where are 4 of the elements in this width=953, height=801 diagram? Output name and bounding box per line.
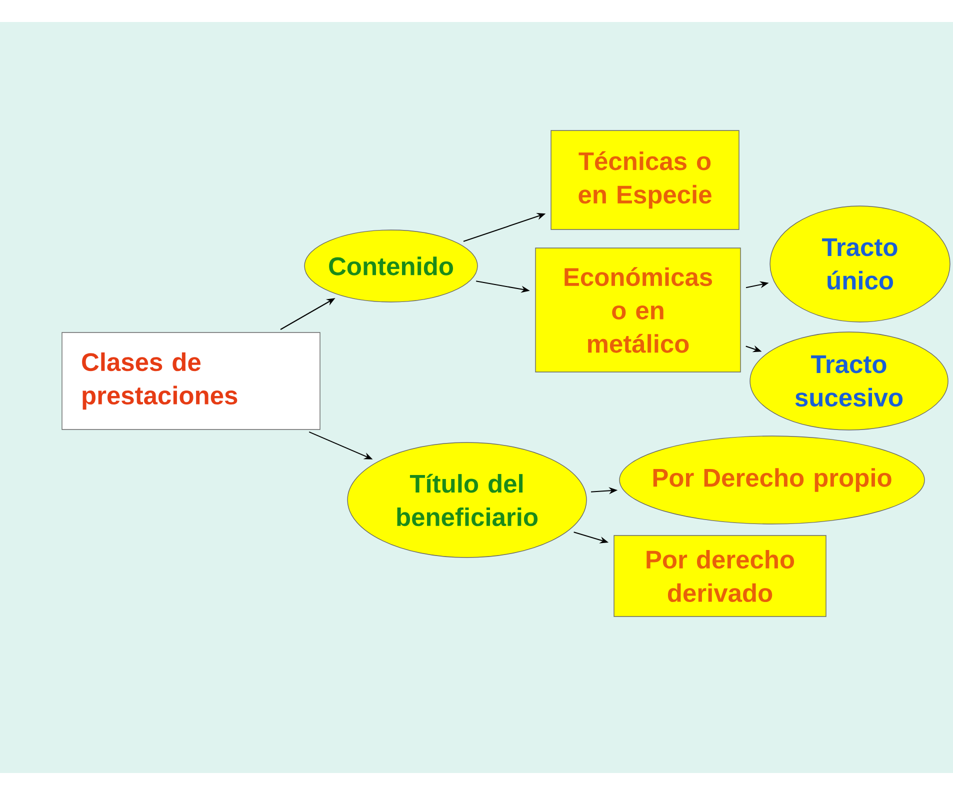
title-box: Clases de prestaciones (62, 332, 320, 430)
type-box: Por derecho derivado (614, 535, 826, 617)
type-box: Económicas o en metálico (535, 248, 741, 372)
type-box: Técnicas o en Especie (550, 130, 740, 230)
